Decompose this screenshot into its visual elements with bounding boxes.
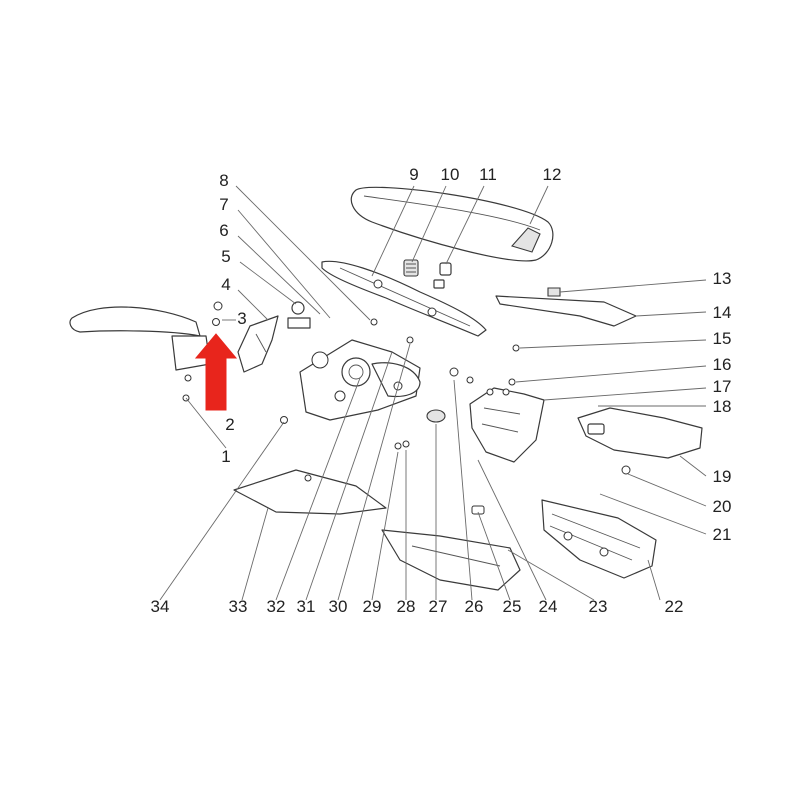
callout-30: 30 — [329, 597, 348, 616]
callout-1: 1 — [221, 447, 230, 466]
callout-32: 32 — [267, 597, 286, 616]
callout-27: 27 — [429, 597, 448, 616]
part-plate-holder — [541, 499, 657, 579]
callout-3: 3 — [237, 309, 246, 328]
part-rear-frame — [321, 260, 487, 337]
part-side-panel — [495, 287, 637, 327]
callout-33: 33 — [229, 597, 248, 616]
part-hardware — [280, 318, 631, 515]
callout-5: 5 — [221, 247, 230, 266]
callout-8: 8 — [219, 171, 228, 190]
callout-20: 20 — [713, 497, 732, 516]
part-clip-10 — [403, 259, 419, 277]
callout-26: 26 — [465, 597, 484, 616]
part-bracket — [469, 387, 545, 463]
arrow-up-icon — [194, 333, 238, 411]
callout-12: 12 — [543, 165, 562, 184]
callout-17: 17 — [713, 377, 732, 396]
callout-7: 7 — [219, 195, 228, 214]
callout-24: 24 — [539, 597, 558, 616]
callout-13: 13 — [713, 269, 732, 288]
callout-labels: 1 2 3 4 5 6 7 8 9 10 11 12 13 14 15 16 1… — [151, 165, 732, 616]
callout-23: 23 — [589, 597, 608, 616]
callout-2: 2 — [225, 415, 234, 434]
callout-28: 28 — [397, 597, 416, 616]
part-main-frame — [299, 339, 421, 421]
part-seat — [350, 186, 554, 262]
part-lower-cover — [381, 529, 521, 591]
callout-21: 21 — [713, 525, 732, 544]
callout-14: 14 — [713, 303, 732, 322]
part-tail-light — [577, 407, 703, 459]
part-side-cover — [237, 315, 279, 373]
callout-29: 29 — [363, 597, 382, 616]
callout-16: 16 — [713, 355, 732, 374]
callout-18: 18 — [713, 397, 732, 416]
parts-drawing — [69, 186, 703, 591]
callout-9: 9 — [409, 165, 418, 184]
part-front-mudguard — [69, 301, 223, 402]
part-clip-11 — [433, 262, 452, 289]
part-bolt — [287, 301, 311, 329]
callout-10: 10 — [441, 165, 460, 184]
callout-25: 25 — [503, 597, 522, 616]
callout-6: 6 — [219, 221, 228, 240]
callout-34: 34 — [151, 597, 170, 616]
callout-19: 19 — [713, 467, 732, 486]
callout-11: 11 — [479, 165, 497, 184]
leader-lines — [159, 185, 707, 601]
part-grommet — [426, 409, 446, 423]
part-side-fairing — [233, 469, 387, 515]
callout-31: 31 — [297, 597, 316, 616]
callout-22: 22 — [665, 597, 684, 616]
callout-4: 4 — [221, 275, 230, 294]
callout-15: 15 — [713, 329, 732, 348]
